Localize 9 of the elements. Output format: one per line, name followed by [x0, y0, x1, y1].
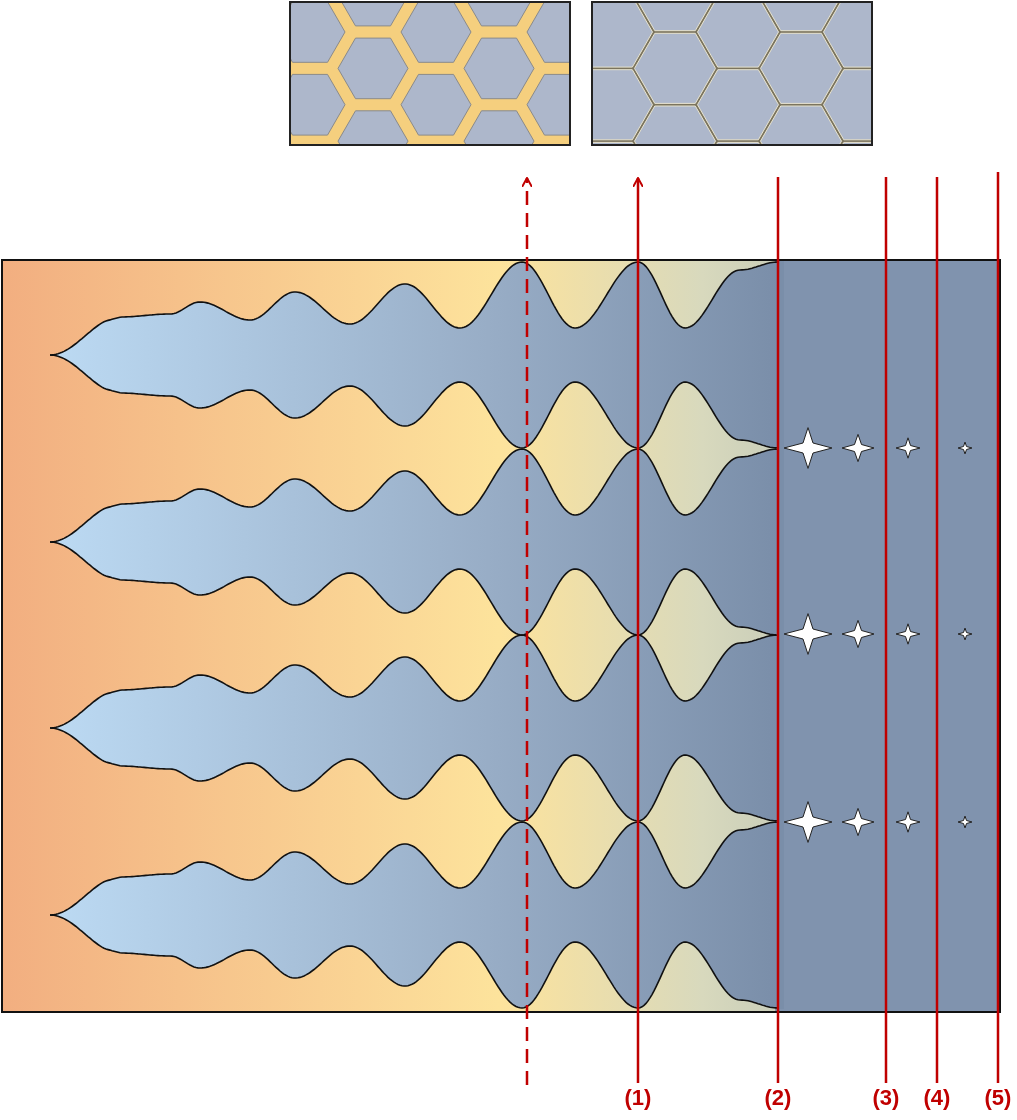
line-number-label: (5)	[984, 1085, 1012, 1111]
line-number-label: (4)	[923, 1085, 951, 1111]
line-number-label: (2)	[764, 1085, 792, 1111]
honeycomb-picture	[591, 1, 873, 146]
line-number-label: (3)	[872, 1085, 900, 1111]
arrow	[521, 177, 533, 1085]
arrow	[632, 177, 644, 1083]
honeycomb-picture	[289, 1, 571, 146]
line-number-label: (1)	[624, 1085, 652, 1111]
